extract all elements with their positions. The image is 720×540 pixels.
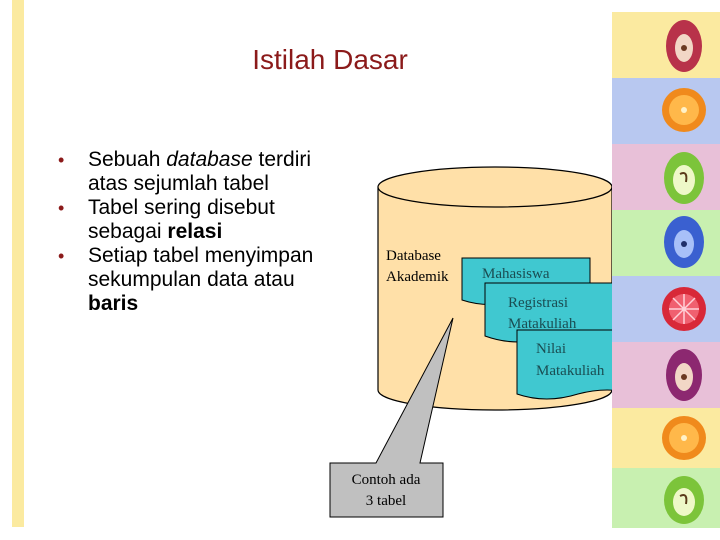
green-apple-slice-icon xyxy=(664,152,704,204)
bullet-text-part: terdiri atas sejumlah tabel xyxy=(88,148,312,195)
bullet-text-part: Setiap tabel menyimpan sekumpulan data a… xyxy=(88,244,314,291)
bullet-item: Setiap tabel menyimpan sekumpulan data a… xyxy=(58,244,320,316)
bullet-text-part: Tabel sering disebut sebagai xyxy=(88,196,275,243)
bullet-text-part: Sebuah xyxy=(88,148,167,171)
table-label-mahasiswa: Mahasiswa xyxy=(482,266,550,282)
orange-slice-icon xyxy=(662,416,706,460)
bullet-text-emphasis: database xyxy=(166,148,253,171)
table-label-nilai-line-2: Matakuliah xyxy=(536,363,605,379)
database-label-line-1: Database xyxy=(386,248,441,264)
left-accent-stripe xyxy=(12,0,24,527)
table-label-registrasi-line-2: Matakuliah xyxy=(508,316,577,332)
apple-slice-icon xyxy=(666,20,702,72)
red-citrus-slice-icon xyxy=(662,287,706,331)
table-label-registrasi-line-1: Registrasi xyxy=(508,295,568,311)
decorative-fruit-strip xyxy=(612,12,720,528)
purple-apple-slice-icon xyxy=(666,349,702,401)
callout-line-1: Contoh ada xyxy=(352,472,421,488)
blue-apple-slice-icon xyxy=(664,216,704,268)
bullet-text-emphasis: relasi xyxy=(167,220,223,243)
orange-slice-icon xyxy=(662,88,706,132)
bullet-list: Sebuah database terdiri atas sejumlah ta… xyxy=(58,148,320,316)
table-label-nilai-line-1: Nilai xyxy=(536,341,566,357)
callout-box xyxy=(329,317,454,518)
bullet-item: Sebuah database terdiri atas sejumlah ta… xyxy=(58,148,320,196)
slide-title: Istilah Dasar xyxy=(252,44,408,75)
bullet-text-emphasis: baris xyxy=(88,292,139,315)
bullet-item: Tabel sering disebut sebagai relasi xyxy=(58,196,320,244)
database-label-line-2: Akademik xyxy=(386,269,449,285)
green-apple-slice-icon xyxy=(664,476,704,524)
callout-line-2: 3 tabel xyxy=(366,493,406,509)
